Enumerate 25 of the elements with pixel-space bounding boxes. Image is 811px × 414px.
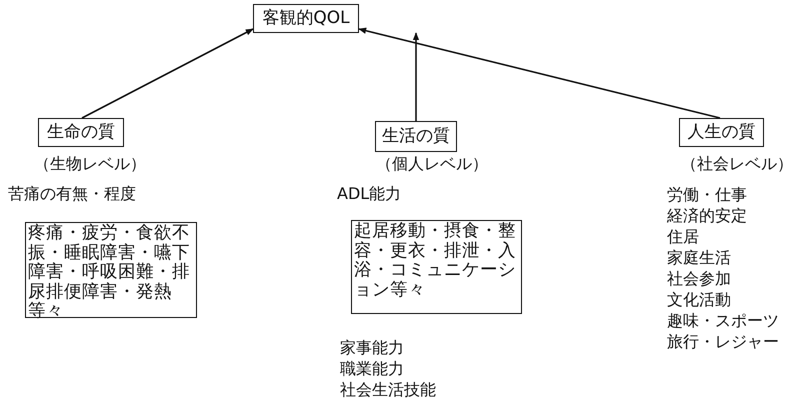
item-text: 住居 [667, 227, 699, 247]
detail-box: 疼痛・疲労・食欲不振・睡眠障害・嚥下障害・呼吸困難・排尿排便障害・発熱等々 [25, 222, 197, 318]
item-text: 社会生活技能 [340, 380, 436, 400]
item-text: ADL能力 [337, 184, 402, 204]
level-caption: （生物レベル） [34, 154, 146, 174]
category-box: 人生の質 [679, 118, 764, 147]
title-box: 客観的QOL [253, 4, 359, 33]
item-text: 労働・仕事 [667, 185, 747, 205]
arrow [358, 28, 720, 119]
item-text: 職業能力 [340, 359, 404, 379]
arrow [82, 28, 254, 119]
arrow [412, 32, 420, 121]
item-text: 家事能力 [340, 338, 404, 358]
item-text: 旅行・レジャー [667, 332, 779, 352]
level-caption: （社会レベル） [681, 154, 793, 174]
detail-box: 起居移動・摂食・整容・更衣・排泄・入浴・コミュニケーション等々 [351, 220, 522, 314]
item-text: 社会参加 [667, 269, 731, 289]
item-text: 苦痛の有無・程度 [8, 184, 136, 204]
item-text: 経済的安定 [667, 206, 747, 226]
category-box: 生活の質 [375, 121, 457, 152]
item-text: 家庭生活 [667, 248, 731, 268]
category-box: 生命の質 [38, 118, 124, 147]
level-caption: （個人レベル） [376, 154, 488, 174]
item-text: 文化活動 [667, 290, 731, 310]
item-text: 趣味・スポーツ [667, 311, 779, 331]
